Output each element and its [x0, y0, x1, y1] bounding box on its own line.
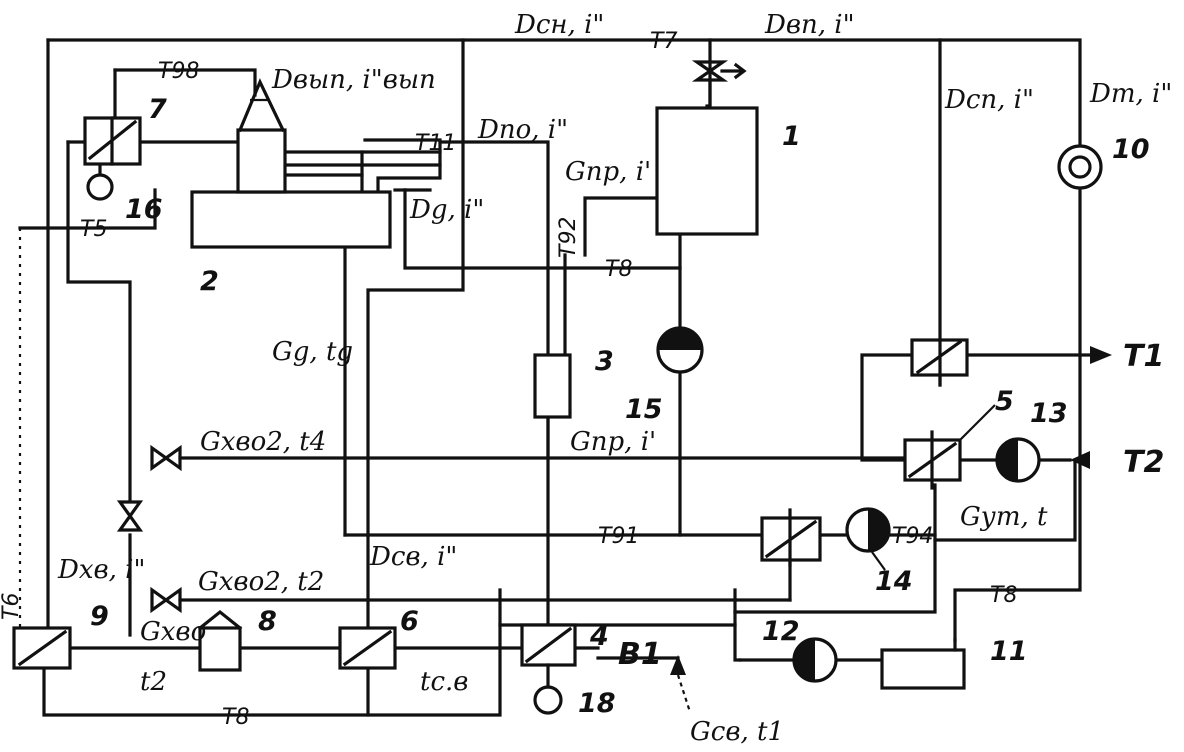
label-d-g: Dg, i"	[409, 195, 484, 225]
label-t-sv: tс.в	[420, 667, 468, 697]
pump-14	[845, 507, 891, 553]
label-t8-mid: T8	[605, 257, 632, 282]
valve-vertical-left	[116, 500, 144, 532]
turbine-body	[236, 128, 287, 194]
equipment-numbers: 1 2 3 4 5 6 7 8 9 10 11 12 13 14 15 16 1…	[90, 94, 1150, 719]
pump-18	[533, 685, 563, 715]
pump-13	[995, 437, 1041, 483]
label-g-hvo2-t2: Gхво2, t2	[198, 567, 324, 597]
heater-4	[520, 623, 577, 667]
label-t2: T2	[1123, 445, 1164, 480]
label-g-ut: Gут, t	[960, 502, 1048, 532]
label-d-hv: Dхв, i"	[57, 555, 145, 585]
number-13: 13	[1030, 398, 1068, 429]
heater-6	[338, 626, 397, 670]
number-14: 14	[875, 566, 913, 597]
unit-11	[880, 648, 966, 690]
label-d-sn: Dсн, i"	[514, 10, 604, 40]
valve-gxvo2-t2	[150, 586, 182, 614]
number-9: 9	[90, 601, 109, 632]
number-7: 7	[148, 94, 167, 125]
label-d-vp: Dвп, i"	[764, 10, 855, 40]
number-1: 1	[782, 121, 801, 152]
pump-12	[792, 637, 838, 683]
label-t92: T92	[556, 217, 581, 258]
pump-15	[656, 326, 704, 374]
valve-gxvo2-t4	[150, 444, 182, 472]
label-d-sp: Dсп, i"	[944, 85, 1034, 115]
heater-17	[760, 508, 822, 567]
number-12: 12	[762, 616, 800, 647]
heater-9	[12, 626, 72, 670]
number-2: 2	[200, 266, 219, 297]
label-d-t: Dт, i"	[1089, 79, 1172, 109]
label-t1: T1	[1123, 339, 1164, 374]
label-t8-bottom: T8	[222, 705, 249, 730]
tank-8	[197, 609, 243, 672]
label-g-pr-mid: Gпр, i'	[570, 427, 656, 457]
label-g-hvo: Gхво	[140, 617, 206, 647]
label-t5: T5	[80, 217, 107, 242]
label-g-g: Gg, tg	[272, 337, 353, 367]
number-11: 11	[990, 636, 1028, 667]
label-d-sv: Dсв, i"	[369, 542, 457, 572]
pipelines	[18, 38, 1092, 717]
label-g-sv: Gсв, t1	[690, 717, 784, 747]
number-16: 16	[125, 194, 163, 225]
heat-exchanger-7	[83, 116, 142, 166]
number-3: 3	[595, 346, 614, 377]
label-t8-right: T8	[990, 583, 1017, 608]
meter-10	[1057, 144, 1103, 190]
filter-3	[533, 353, 572, 419]
label-d-po: Dпо, i"	[477, 115, 568, 145]
number-8: 8	[258, 606, 277, 637]
arrow-t1	[1090, 346, 1112, 364]
text-labels: Dсн, i" T7 Dвп, i" T98 Dвып, i"вып Dсп, …	[0, 10, 1172, 747]
pump-16	[86, 173, 114, 201]
label-t6: T6	[0, 593, 24, 620]
turbine-cone	[237, 78, 286, 133]
number-5: 5	[995, 386, 1014, 417]
label-b1: B1	[618, 637, 662, 672]
heater-5-bottom	[903, 430, 962, 490]
label-g-hvo2-t4: Gхво2, t4	[200, 427, 326, 457]
equipment	[12, 60, 1112, 715]
label-t-2: t2	[140, 667, 167, 697]
arrow-b1	[670, 655, 686, 675]
number-15: 15	[625, 394, 663, 425]
number-4: 4	[589, 621, 609, 652]
label-t7: T7	[650, 29, 677, 54]
number-10: 10	[1112, 134, 1150, 165]
condenser-2	[190, 190, 392, 249]
label-t91: T91	[598, 524, 639, 549]
deaerator-tank-1	[655, 106, 759, 236]
number-6: 6	[400, 606, 419, 637]
valve-top	[691, 60, 747, 108]
label-d-vyp: Dвып, i"вып	[271, 65, 436, 95]
label-t94: T94	[892, 524, 933, 549]
label-t11: T11	[415, 131, 456, 156]
label-g-pr-top: Gпр, i'	[565, 157, 651, 187]
heater-5-top	[910, 338, 969, 387]
label-t98: T98	[158, 59, 199, 84]
arrow-t2	[1070, 451, 1090, 469]
number-18: 18	[578, 688, 616, 719]
